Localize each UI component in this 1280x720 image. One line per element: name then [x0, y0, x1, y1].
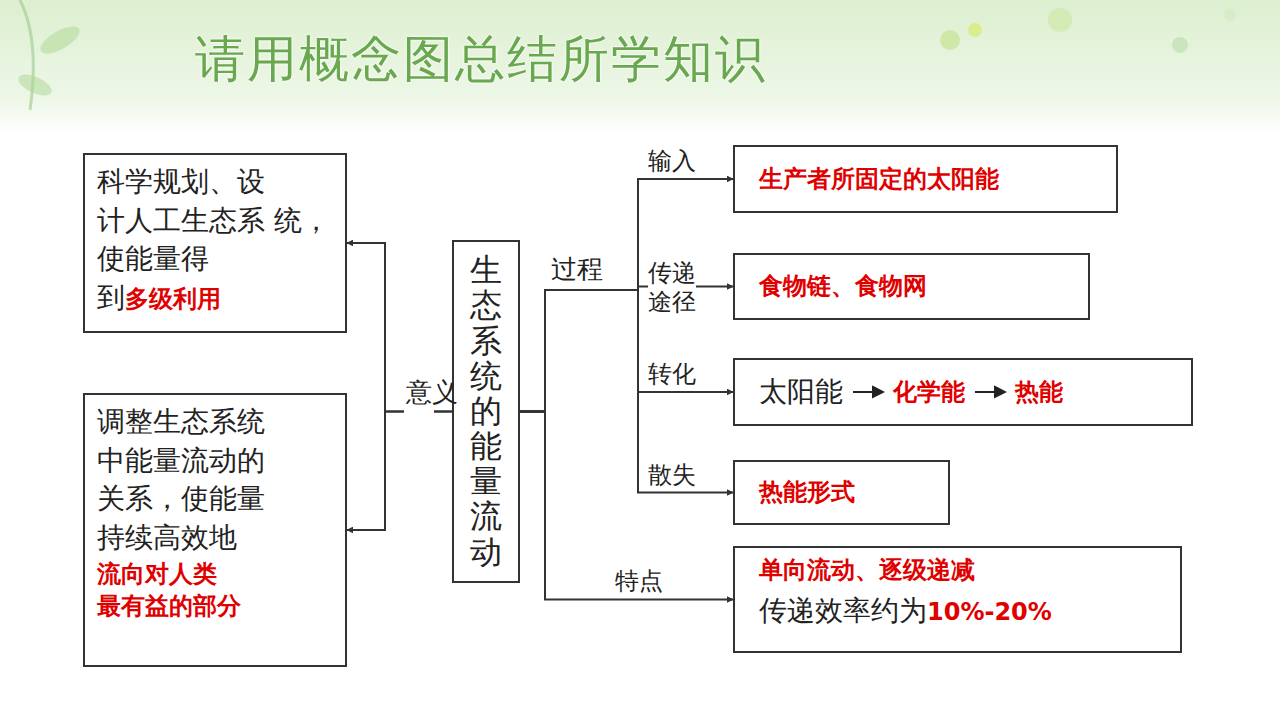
node-text: 调整生态系统 中能量流动的 关系，使能量 持续高效地 — [97, 403, 333, 558]
answer-text: 化学能 — [893, 376, 965, 408]
branch-label: 过程 — [551, 254, 603, 285]
meaning-box: 调整生态系统 中能量流动的 关系，使能量 持续高效地流向对人类 最有益的部分 — [83, 393, 347, 667]
edge-label: 散失 — [648, 461, 696, 490]
transform-arrow — [973, 385, 1007, 399]
connector — [520, 287, 733, 412]
feature-box: 单向流动、逐级递减传递效率约为10%-20% — [733, 546, 1182, 653]
connector — [520, 290, 733, 412]
edge-label: 特点 — [615, 567, 663, 596]
connector — [520, 179, 733, 412]
connector — [347, 243, 452, 412]
node-text: 生态系统的能量流动 — [470, 253, 502, 570]
answer-text: 多级利用 — [125, 285, 221, 313]
process-box: 热能形式 — [733, 460, 950, 525]
meaning-box: 科学规划、设 计人工生态系 统，使能量得 到多级利用 — [83, 153, 347, 333]
connector — [520, 290, 733, 493]
answer-text: 单向流动、逐级递减 — [759, 554, 1156, 586]
process-box: 食物链、食物网 — [733, 253, 1090, 320]
central-concept-box: 生态系统的能量流动 — [452, 240, 520, 583]
edge-label: 转化 — [648, 360, 696, 389]
slide-title: 请用概念图总结所学知识 — [195, 26, 767, 93]
answer-text: 生产者所固定的太阳能 — [759, 163, 999, 195]
connector — [520, 412, 733, 600]
node-text: 传递效率约为 — [759, 594, 927, 627]
edge-label: 传递 途径 — [648, 258, 696, 318]
answer-text: 热能 — [1015, 376, 1063, 408]
process-box: 太阳能 化学能 热能 — [733, 358, 1193, 426]
connector — [347, 412, 452, 531]
answer-text: 10%-20% — [927, 598, 1052, 626]
node-text: 太阳能 — [759, 373, 843, 412]
answer-text: 热能形式 — [759, 476, 855, 508]
transform-arrow — [851, 385, 885, 399]
answer-text: 流向对人类 最有益的部分 — [97, 558, 333, 623]
answer-text: 食物链、食物网 — [759, 270, 927, 302]
edge-label: 输入 — [648, 147, 696, 176]
process-box: 生产者所固定的太阳能 — [733, 145, 1118, 213]
branch-label: 意义 — [404, 372, 434, 414]
